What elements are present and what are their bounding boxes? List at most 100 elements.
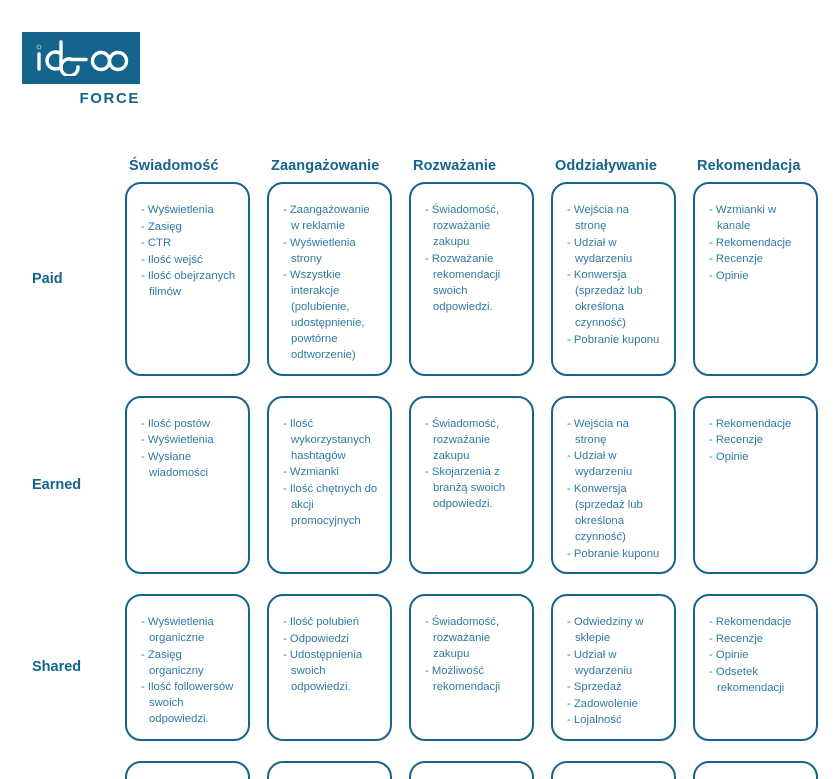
matrix-cell-owned-oddzia-ywanie[interactable]: - Sprzedaż- Leady- Prośby o kontakt- Kon… bbox=[551, 760, 676, 779]
metric-item: - Rozważanie rekomendacji swoich odpowie… bbox=[425, 252, 501, 313]
metric-item: - Świadomość, rozważanie zakupu bbox=[425, 417, 500, 462]
matrix-cell-owned-rozwa-anie[interactable]: - Świadomość, rozważanie zakupu- Informo… bbox=[409, 760, 534, 779]
metric-item: - Świadomość, rozważanie zakupu bbox=[425, 616, 500, 661]
metric-item: - Recenzje bbox=[709, 434, 763, 447]
metric-item: - Ilość polubień bbox=[283, 616, 359, 629]
metric-item: - Rekomendacje bbox=[709, 417, 792, 430]
logo-subtitle: FORCE bbox=[79, 90, 140, 107]
metric-item: - Rekomendacje bbox=[709, 616, 792, 629]
metric-list: - Rekomendacje - Recenzje - Opinie bbox=[709, 416, 804, 465]
column-header-rozwazanie: Rozważanie bbox=[413, 158, 497, 174]
metric-item: - Pobranie kuponu bbox=[567, 547, 660, 560]
row-label-paid: Paid bbox=[32, 270, 63, 287]
metric-item: - Udział w wydarzeniu bbox=[567, 648, 633, 677]
metric-item: - Udział w wydarzeniu bbox=[567, 236, 633, 265]
metric-item: - Sprzedaż bbox=[567, 681, 622, 694]
matrix-cell-owned-wiadomo[interactable]: Wejścia:- Unikalne- Nowe bbox=[125, 760, 250, 779]
metric-item: - Odpowiedzi bbox=[283, 632, 349, 645]
matrix-cell-earned-oddzia-ywanie[interactable]: - Wejścia na stronę - Udział w wydarzeniu… bbox=[551, 395, 676, 575]
matrix-body: Paid - Wyświetlenia - Zasięg - CTR - Ilość w… bbox=[18, 182, 818, 779]
peso-metrics-matrix: Świadomość Zaangażowanie Rozważanie Oddz… bbox=[18, 140, 818, 779]
metric-item: - Konwersja (sprzedaż lub określona czyn… bbox=[567, 482, 643, 544]
metric-list: - Wzmianki w kanale - Rekomendacje - Recen… bbox=[709, 202, 804, 284]
metric-item: - Wyświetlenia organiczne bbox=[141, 616, 214, 645]
metric-item: - Lojalność bbox=[567, 714, 622, 727]
matrix-cell-earned-rekomendacja[interactable]: - Rekomendacje - Recenzje - Opinie bbox=[693, 395, 818, 575]
matrix-cell-shared-rozwa-anie[interactable]: - Świadomość, rozważanie zakupu - Możliwo… bbox=[409, 594, 534, 741]
metric-item: - Wzmianki w kanale bbox=[709, 204, 777, 233]
matrix-cell-earned-wiadomo[interactable]: - Ilość postów- Wyświetlenia- Wysłane wi… bbox=[125, 395, 250, 575]
row-label-shared: Shared bbox=[32, 659, 82, 676]
matrix-cell-paid-zaanga-owanie[interactable]: - Zaangażowanie w reklamie- Wyświetlenia… bbox=[267, 182, 392, 376]
matrix-cell-earned-zaanga-owanie[interactable]: - Ilość wykorzystanych hashtagów - Wzmian… bbox=[267, 395, 392, 575]
metric-list: - Odwiedziny w sklepie - Udział w wydarze… bbox=[567, 614, 662, 728]
metric-list: - Wejścia na stronę - Udział w wydarzeniu… bbox=[567, 202, 662, 348]
metric-item: - Opinie bbox=[709, 269, 749, 282]
matrix-header-row: Świadomość Zaangażowanie Rozważanie Oddz… bbox=[18, 140, 818, 174]
metric-item: - Skojarzenia z branżą swoich odpowiedzi… bbox=[425, 466, 506, 511]
metric-list: - Wejścia na stronę - Udział w wydarzeniu… bbox=[567, 416, 662, 562]
metric-list: - Świadomość, rozważanie zakupu - Możliwo… bbox=[425, 614, 520, 695]
metric-list: - Ilość postów- Wyświetlenia- Wysłane wi… bbox=[141, 416, 236, 481]
metric-item: - Możliwość rekomendacji bbox=[425, 664, 501, 693]
metric-list: - Świadomość, rozważanie zakupu- Skojarz… bbox=[425, 416, 520, 513]
metric-item: - Zasięg organiczny bbox=[141, 648, 204, 677]
metric-item: - Zadowolenie bbox=[567, 697, 638, 710]
metric-item: - Świadomość, rozważanie zakupu bbox=[425, 204, 500, 249]
brand-logo: FORCE bbox=[22, 32, 212, 107]
metric-item: - Udział w wydarzeniu bbox=[567, 450, 633, 479]
column-header-swiadomosc: Świadomość bbox=[129, 158, 219, 174]
metric-item: - Rekomendacje bbox=[709, 236, 792, 249]
metric-item: - Odwiedziny w sklepie bbox=[567, 616, 644, 645]
metric-item: - Odsetek rekomendacji bbox=[709, 665, 785, 694]
matrix-cell-earned-rozwa-anie[interactable]: - Świadomość, rozważanie zakupu- Skojarz… bbox=[409, 395, 534, 575]
metric-item: - Opinie bbox=[709, 649, 749, 662]
matrix-cell-shared-wiadomo[interactable]: - Wyświetlenia organiczne - Zasięg organi… bbox=[125, 594, 250, 741]
metric-item: - Ilość followersów swoich odpowiedzi. bbox=[141, 681, 234, 726]
metric-list: - Ilość polubień - Odpowiedzi - Udostępnie… bbox=[283, 614, 378, 695]
metric-item: - Recenzje bbox=[709, 632, 763, 645]
matrix-cell-paid-wiadomo[interactable]: - Wyświetlenia- Zasięg- CTR- Ilość wejść… bbox=[125, 182, 250, 376]
row-label-owned: Owned bbox=[18, 761, 108, 779]
metric-item: - Recenzje bbox=[709, 253, 763, 266]
metric-list: - Wyświetlenia organiczne - Zasięg organi… bbox=[141, 614, 236, 727]
metric-item: - CTR bbox=[141, 237, 172, 250]
matrix-cell-owned-zaanga-owanie[interactable]: - Użytkownicy powracający- Ilość wyświet… bbox=[267, 760, 392, 779]
metric-list: - Ilość wykorzystanych hashtagów - Wzmian… bbox=[283, 416, 378, 529]
matrix-cell-paid-rozwa-anie[interactable]: - Świadomość, rozważanie zakupu- Rozważa… bbox=[409, 182, 534, 376]
metric-item: - Opinie bbox=[709, 450, 749, 463]
metric-list: - Świadomość, rozważanie zakupu- Rozważa… bbox=[425, 202, 520, 315]
row-label-earned: Earned bbox=[32, 476, 82, 493]
metric-item: - Wejścia na stronę bbox=[567, 417, 629, 446]
metric-item: - Udostępnienia swoich odpowiedzi. bbox=[283, 649, 363, 694]
metric-item: - Wejścia na stronę bbox=[567, 204, 629, 233]
metric-item: - Ilość obejrzanych filmów bbox=[141, 270, 236, 299]
column-header-oddzialywanie: Oddziaływanie bbox=[555, 158, 658, 174]
matrix-row-paid: Paid- Wyświetlenia- Zasięg- CTR- Ilość w… bbox=[18, 182, 818, 376]
metric-item: - Zasięg bbox=[141, 220, 182, 233]
metric-item: - Konwersja (sprzedaż lub określona czyn… bbox=[567, 269, 643, 330]
matrix-cell-shared-rekomendacja[interactable]: - Rekomendacje - Recenzje - Opinie - Odsete… bbox=[693, 594, 818, 741]
matrix-cell-paid-rekomendacja[interactable]: - Wzmianki w kanale - Rekomendacje - Recen… bbox=[693, 182, 818, 376]
matrix-cell-owned-rekomendacja[interactable]: - Rekomendacje- Recenzje- Opinie bbox=[693, 760, 818, 779]
metric-item: - Ilość chętnych do akcji promocyjnych bbox=[283, 482, 378, 527]
metric-item: - Wysłane wiadomości bbox=[141, 450, 209, 479]
metric-item: - Ilość wykorzystanych hashtagów bbox=[283, 417, 371, 462]
column-header-rekomendacja: Rekomendacja bbox=[697, 158, 801, 174]
metric-list: - Wyświetlenia- Zasięg- CTR- Ilość wejść… bbox=[141, 202, 236, 300]
ideo-wordmark-icon bbox=[22, 32, 140, 84]
metric-item: - Wzmianki bbox=[283, 466, 339, 479]
metric-item: - Pobranie kuponu bbox=[567, 333, 660, 346]
metric-list: - Zaangażowanie w reklamie- Wyświetlenia… bbox=[283, 202, 378, 363]
matrix-cell-paid-oddzia-ywanie[interactable]: - Wejścia na stronę - Udział w wydarzeniu… bbox=[551, 182, 676, 376]
metric-item: - Wszystkie interakcje (polubienie, udos… bbox=[283, 269, 365, 362]
matrix-row-shared: Shared - Wyświetlenia organiczne - Zasięg … bbox=[18, 594, 818, 741]
matrix-row-owned: Owned Wejścia:- Unikalne- Nowe - Użytkowni… bbox=[18, 760, 818, 779]
matrix-cell-shared-oddzia-ywanie[interactable]: - Odwiedziny w sklepie - Udział w wydarze… bbox=[551, 594, 676, 741]
column-header-zaangazowanie: Zaangażowanie bbox=[271, 158, 380, 174]
metric-item: - Wyświetlenia bbox=[141, 434, 214, 447]
metric-item: - Wyświetlenia bbox=[141, 204, 214, 216]
matrix-cell-shared-zaanga-owanie[interactable]: - Ilość polubień - Odpowiedzi - Udostępnie… bbox=[267, 594, 392, 741]
metric-list: - Rekomendacje - Recenzje - Opinie - Odsete… bbox=[709, 614, 804, 696]
